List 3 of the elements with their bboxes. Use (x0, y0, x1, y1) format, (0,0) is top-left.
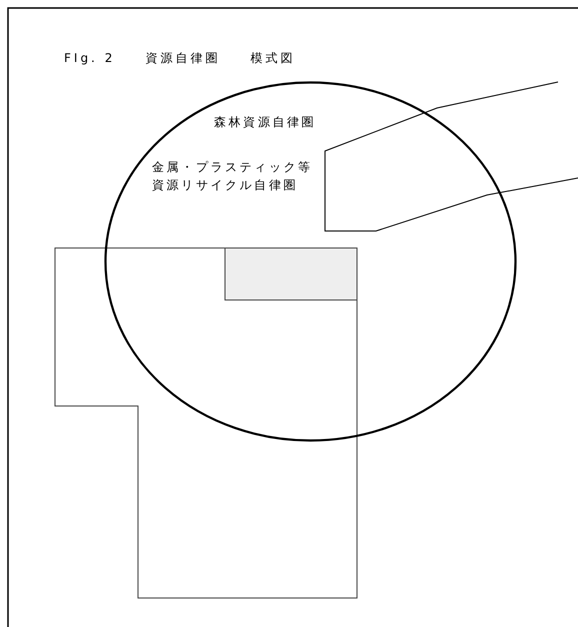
region-label: 金属・プラスティック等資源リサイクル自律圏 (152, 159, 314, 194)
region-label: 森林資源自律圏 (214, 114, 316, 131)
figure-title: FIg. 2 資源自律圏 模式図 (64, 50, 296, 67)
